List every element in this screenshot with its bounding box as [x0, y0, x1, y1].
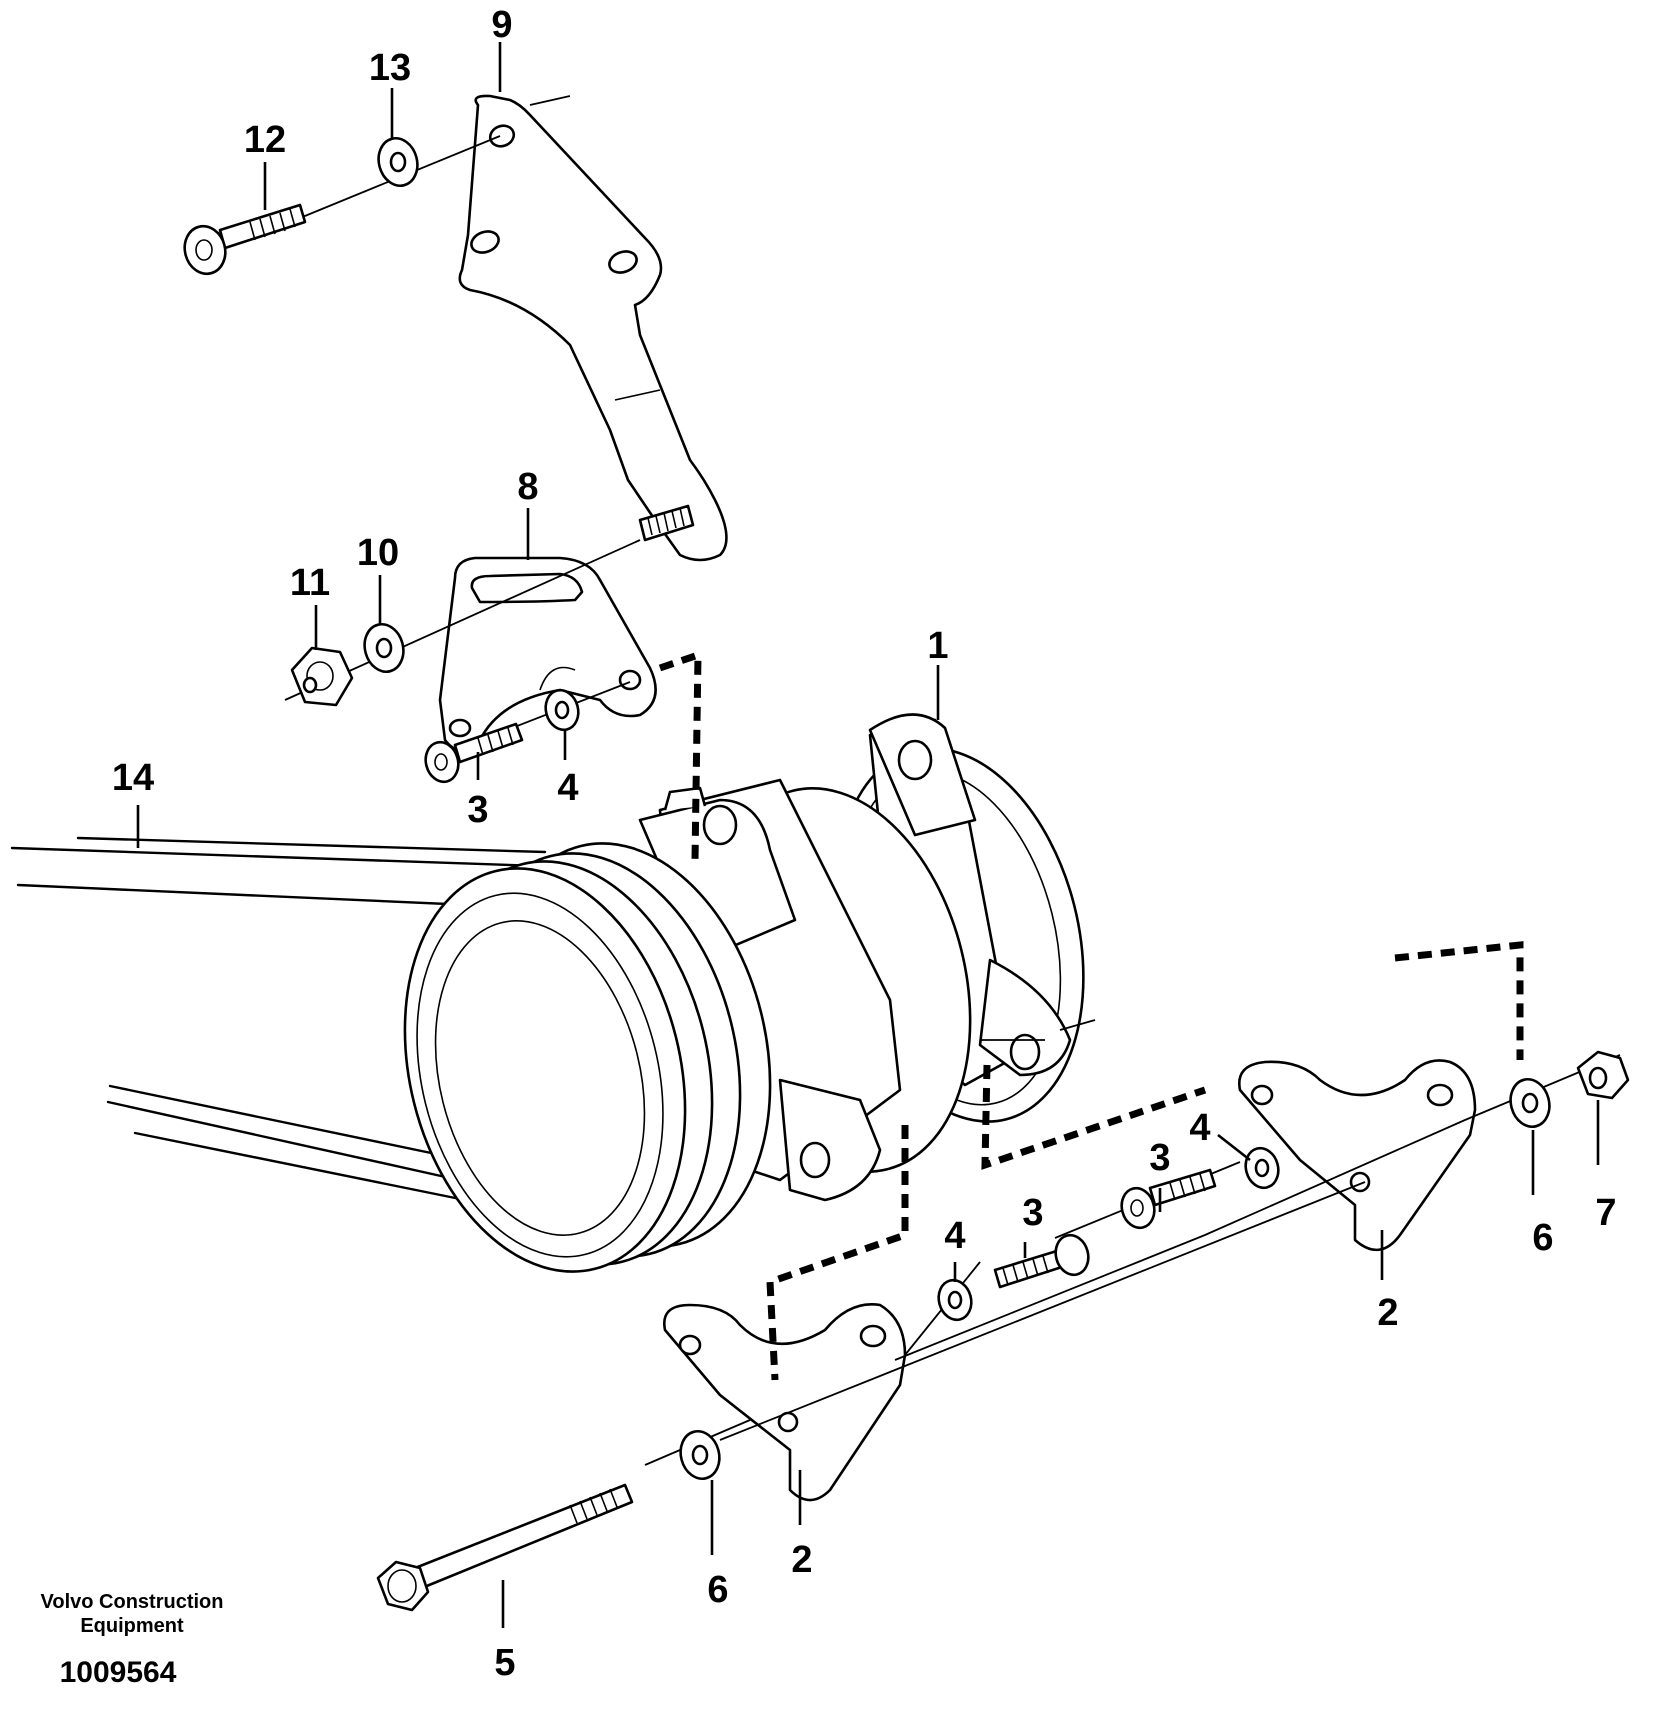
callout-labels: 9 13 12 8 10 11 1 14 3 4 3 4 4 3 7 6 2 2… — [112, 4, 1617, 1684]
callout-8: 8 — [517, 466, 538, 508]
washer-6-right — [1509, 1078, 1551, 1128]
washer-4-upper — [544, 688, 580, 732]
callout-2-right: 2 — [1377, 1292, 1398, 1334]
brand-line-2: Equipment — [80, 1615, 184, 1637]
bolt-3-lower — [993, 1233, 1090, 1289]
nut-11 — [290, 646, 354, 707]
bolt-12 — [183, 203, 307, 276]
callout-5: 5 — [494, 1642, 515, 1684]
callout-10: 10 — [357, 532, 399, 574]
bolt-5 — [376, 1483, 634, 1612]
leader-lines — [136, 42, 1600, 1628]
washer-6-left — [679, 1430, 721, 1480]
callout-9: 9 — [491, 4, 512, 46]
callout-13: 13 — [369, 47, 411, 89]
callout-11: 11 — [290, 562, 330, 604]
callout-3-right: 3 — [1149, 1137, 1170, 1179]
callout-3-upper: 3 — [467, 789, 488, 831]
nut-7 — [1576, 1050, 1630, 1100]
document-number: 1009564 — [60, 1656, 177, 1689]
callout-2-left: 2 — [791, 1539, 812, 1581]
washer-4-lower — [937, 1278, 973, 1322]
callout-6-right: 6 — [1532, 1217, 1553, 1259]
callout-6-left: 6 — [707, 1569, 728, 1611]
callout-12: 12 — [244, 119, 286, 161]
callout-14: 14 — [112, 757, 154, 799]
bolt-3-upper — [424, 722, 524, 784]
washer-13 — [377, 137, 419, 187]
lower-bracket-2-left — [663, 1303, 907, 1502]
callout-4-lower: 4 — [944, 1215, 965, 1257]
callout-7: 7 — [1595, 1192, 1616, 1234]
callout-1: 1 — [927, 625, 948, 667]
lower-bracket-2-right — [1238, 1059, 1477, 1252]
callout-4-upper: 4 — [557, 767, 578, 809]
alignment-dashes — [658, 650, 1524, 1381]
callout-4-right: 4 — [1189, 1107, 1210, 1149]
bracket-8 — [438, 556, 657, 752]
upper-bracket-9 — [458, 94, 728, 562]
drive-belt — [10, 836, 547, 1202]
callout-3-lower: 3 — [1022, 1192, 1043, 1234]
bolt-3-right — [1120, 1168, 1217, 1230]
washer-4-right — [1244, 1146, 1280, 1190]
ac-compressor — [403, 713, 1085, 1273]
brand-line-1: Volvo Construction — [41, 1591, 224, 1613]
washer-10 — [363, 623, 405, 673]
